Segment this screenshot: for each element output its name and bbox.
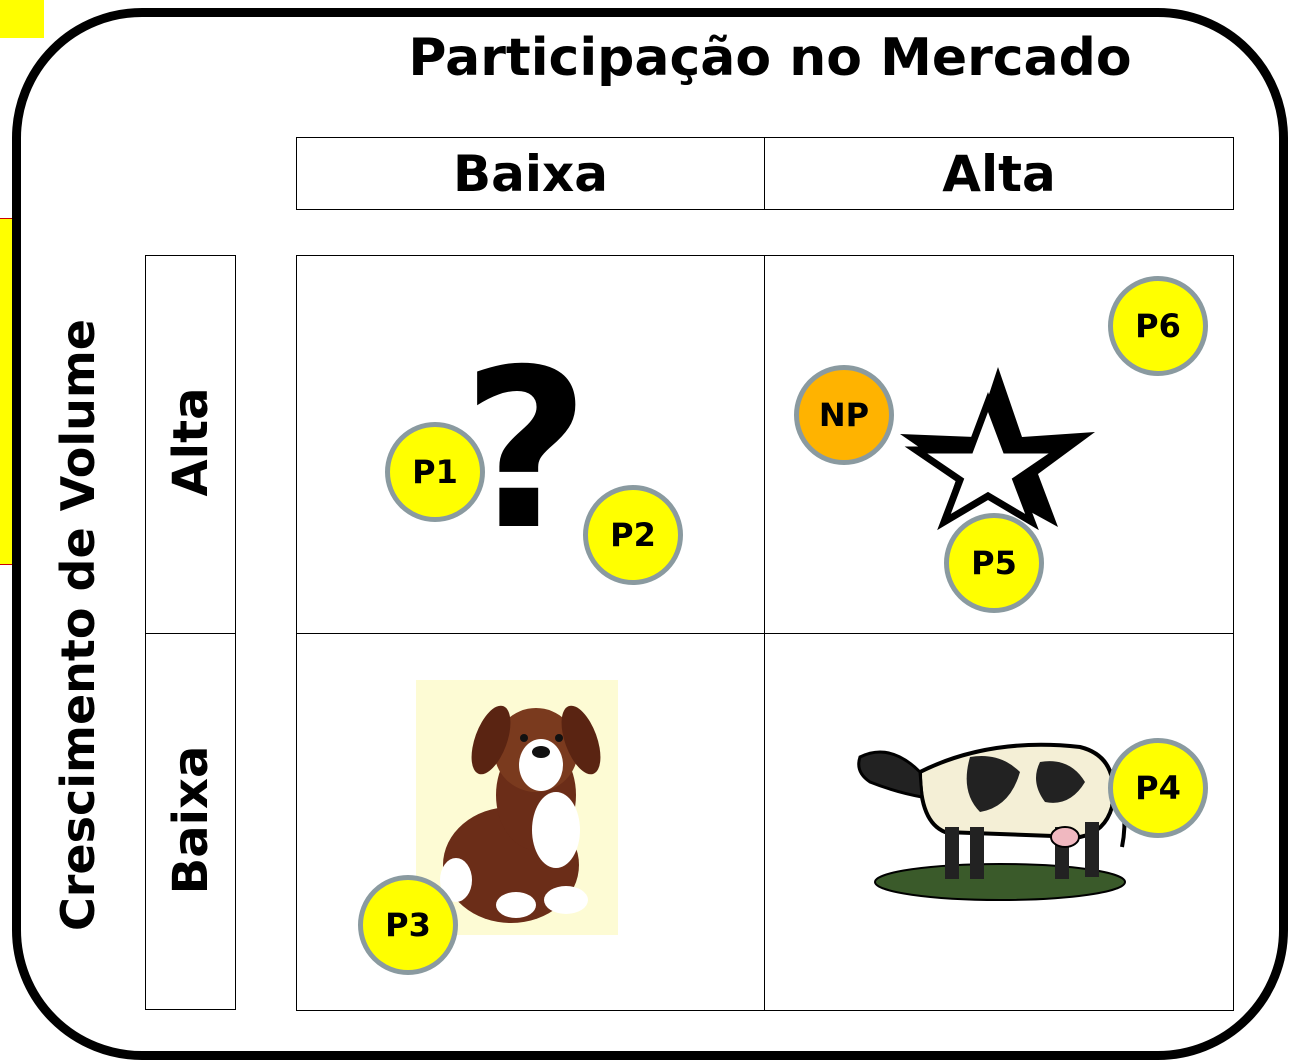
cow-icon [857,742,1127,901]
product-bubble-np: NP [794,365,894,465]
quadrant-question-mark [296,255,765,634]
row-header-high-label: Alta [163,387,219,497]
row-header-high: Alta [145,255,236,635]
product-bubble-p5: P5 [944,513,1044,613]
star-icon [900,367,1095,531]
row-header-low-label: Baixa [163,745,219,895]
yellow-tab [0,0,44,38]
question-mark-icon: ? [462,322,590,578]
diagram-title: Participação no Mercado [408,28,1132,88]
dog-icon [416,680,618,935]
y-axis-label: Crescimento de Volume [51,318,105,932]
product-bubble-p2: P2 [583,485,683,585]
product-bubble-p6: P6 [1108,276,1208,376]
column-header-high: Alta [764,137,1234,210]
row-header-low: Baixa [145,633,236,1010]
product-bubble-p4: P4 [1108,738,1208,838]
product-bubble-p1: P1 [385,422,485,522]
product-bubble-p3: P3 [358,875,458,975]
column-header-low: Baixa [296,137,765,210]
